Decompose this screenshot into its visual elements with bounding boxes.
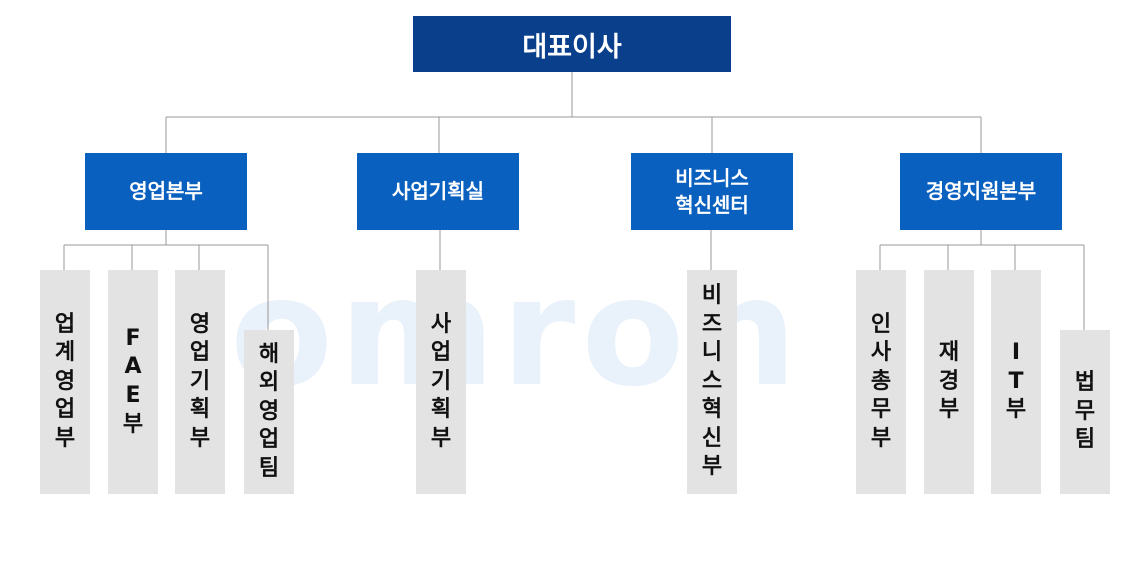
division-management-support: 경영지원본부 <box>900 153 1062 230</box>
division-business-innovation: 비즈니스 혁신센터 <box>631 153 793 230</box>
division-business-planning: 사업기획실 <box>357 153 519 230</box>
ceo-box: 대표이사 <box>413 16 731 72</box>
division-sales: 영업본부 <box>85 153 247 230</box>
